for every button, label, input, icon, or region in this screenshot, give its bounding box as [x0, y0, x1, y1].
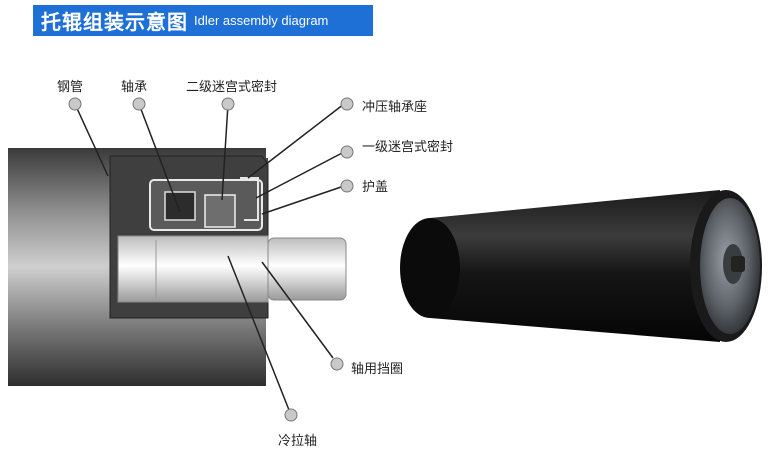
label-stamped-bearing-housing: 冲压轴承座	[362, 100, 428, 115]
label-cover: 护盖	[362, 180, 389, 195]
label-cold-drawn-shaft: 冷拉轴	[278, 434, 318, 449]
label-markers	[68, 97, 354, 422]
label-steel-tube: 钢管	[57, 80, 84, 95]
label-bearing: 轴承	[121, 80, 148, 95]
title-english: Idler assembly diagram	[194, 13, 329, 28]
label-shaft-retaining-ring: 轴用挡圈	[351, 362, 404, 377]
title-banner: 托辊组装示意图 Idler assembly diagram	[33, 5, 373, 36]
conveyor-roller-image	[400, 190, 762, 342]
title-chinese: 托辊组装示意图	[41, 10, 188, 34]
shaft	[117, 235, 347, 303]
label-secondary-labyrinth-seal: 二级迷宫式密封	[186, 80, 278, 95]
label-primary-labyrinth-seal: 一级迷宫式密封	[362, 140, 454, 155]
leader-lines	[74, 103, 345, 416]
